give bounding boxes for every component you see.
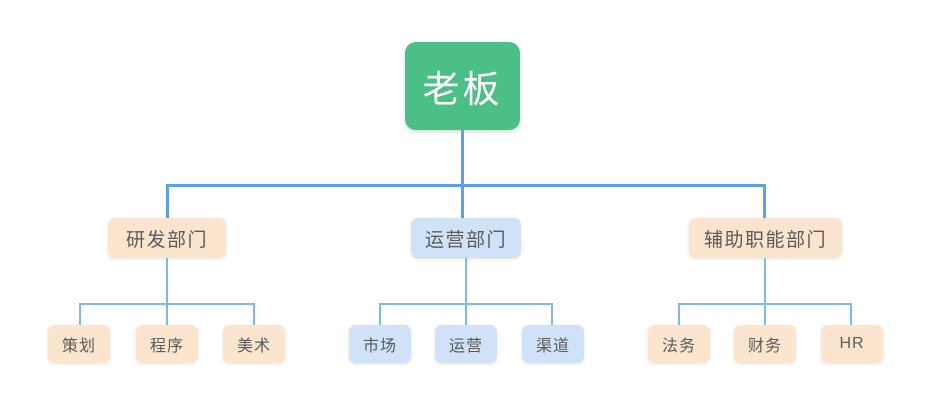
connector-dept-1-leaf-3 bbox=[253, 303, 255, 325]
org-node-dept-1[interactable]: 研发部门 bbox=[108, 218, 226, 258]
connector-dept-2-leaf-3 bbox=[551, 303, 553, 325]
connector-dept-3-stem bbox=[764, 258, 766, 303]
org-node-leaf-3-1[interactable]: 法务 bbox=[648, 325, 710, 363]
connector-dept-1-stem bbox=[166, 258, 168, 303]
connector-dept-3-leaf-2 bbox=[764, 303, 766, 325]
connector-trunk-horizontal bbox=[166, 184, 766, 187]
connector-dept-2-leaf-2 bbox=[465, 303, 467, 325]
connector-dept-3-leaf-1 bbox=[678, 303, 680, 325]
org-node-leaf-2-1[interactable]: 市场 bbox=[349, 325, 411, 363]
org-node-root[interactable]: 老板 bbox=[405, 42, 520, 130]
org-node-dept-2[interactable]: 运营部门 bbox=[411, 218, 521, 258]
org-node-dept-3[interactable]: 辅助职能部门 bbox=[689, 218, 842, 258]
org-node-leaf-2-2[interactable]: 运营 bbox=[435, 325, 497, 363]
connector-dept-1-leaf-1 bbox=[79, 303, 81, 325]
connector-dept-2-leaf-1 bbox=[379, 303, 381, 325]
org-node-leaf-1-3[interactable]: 美术 bbox=[223, 325, 285, 363]
org-node-leaf-1-1[interactable]: 策划 bbox=[48, 325, 110, 363]
connector-dept-3-leaf-3 bbox=[850, 303, 852, 325]
org-node-leaf-1-2[interactable]: 程序 bbox=[136, 325, 198, 363]
connector-dept-1-leaf-2 bbox=[166, 303, 168, 325]
connector-dept-2-stem bbox=[465, 258, 467, 303]
org-node-leaf-3-2[interactable]: 财务 bbox=[734, 325, 796, 363]
connector-root-stem bbox=[461, 130, 464, 218]
org-node-leaf-2-3[interactable]: 渠道 bbox=[522, 325, 584, 363]
connector-trunk-to-dept-1 bbox=[166, 184, 169, 218]
connector-trunk-to-dept-3 bbox=[763, 184, 766, 218]
org-node-leaf-3-3[interactable]: HR bbox=[821, 325, 883, 363]
